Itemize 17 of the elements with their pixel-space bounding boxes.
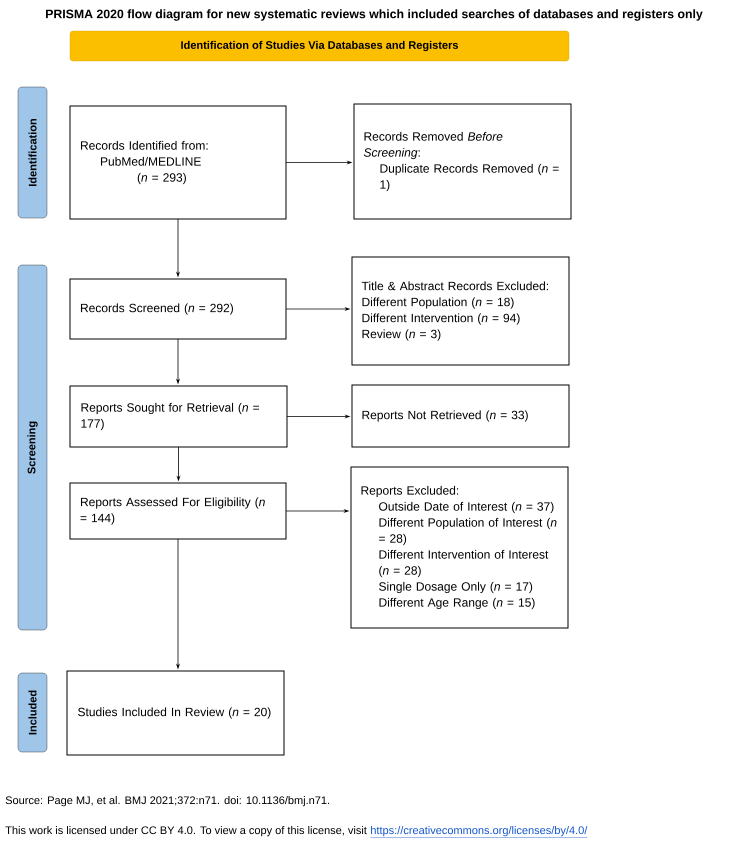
phase-label: Identification xyxy=(18,86,48,218)
process-box: Studies Included In Review (n = 20) xyxy=(66,670,284,756)
title: PRISMA 2020 flow diagram for new systematic reviews which included searches of databases and registers only xyxy=(46,9,703,21)
process-box: Reports Sought for Retrieval (n = 177) xyxy=(70,386,288,448)
phase-label: Included xyxy=(18,672,48,752)
license-note: This work is licensed under CC BY 4.0. To view a copy of this license, visit xyxy=(5,826,367,836)
process-box: Title & Abstract Records Excluded: Different Population (n = 18) Different Intervention (n = 94) Review (n = 3) xyxy=(352,256,570,366)
source-note: Source: Page MJ, et al. BMJ 2021;372:n71. doi: 10.1136/bmj.n71. xyxy=(6,796,330,806)
process-box: Records Removed Before Screening: Duplicate Records Removed (n = 1) xyxy=(354,104,572,220)
process-box: Records Identified from: PubMed/MEDLINE (n = 293) xyxy=(70,106,286,220)
process-box: Reports Assessed For Eligibility (n = 144) xyxy=(70,482,286,540)
phase-label: Screening xyxy=(18,264,48,630)
process-box: Reports Excluded: Outside Date of Interest (n = 37) Different Population of Interest (n = 28) Different Intervention of Interest (n = 28) Single Dosage Only (n = 17) Different Age Range (n = 15) xyxy=(350,466,568,628)
process-box: Records Screened (n = 292) xyxy=(70,278,286,340)
license-link: https://creativecommons.org/licenses/by/4.0/ xyxy=(370,826,588,838)
process-box: Reports Not Retrieved (n = 33) xyxy=(352,384,570,448)
section-header-bar: Identification of Studies Via Databases and Registers xyxy=(70,30,570,62)
